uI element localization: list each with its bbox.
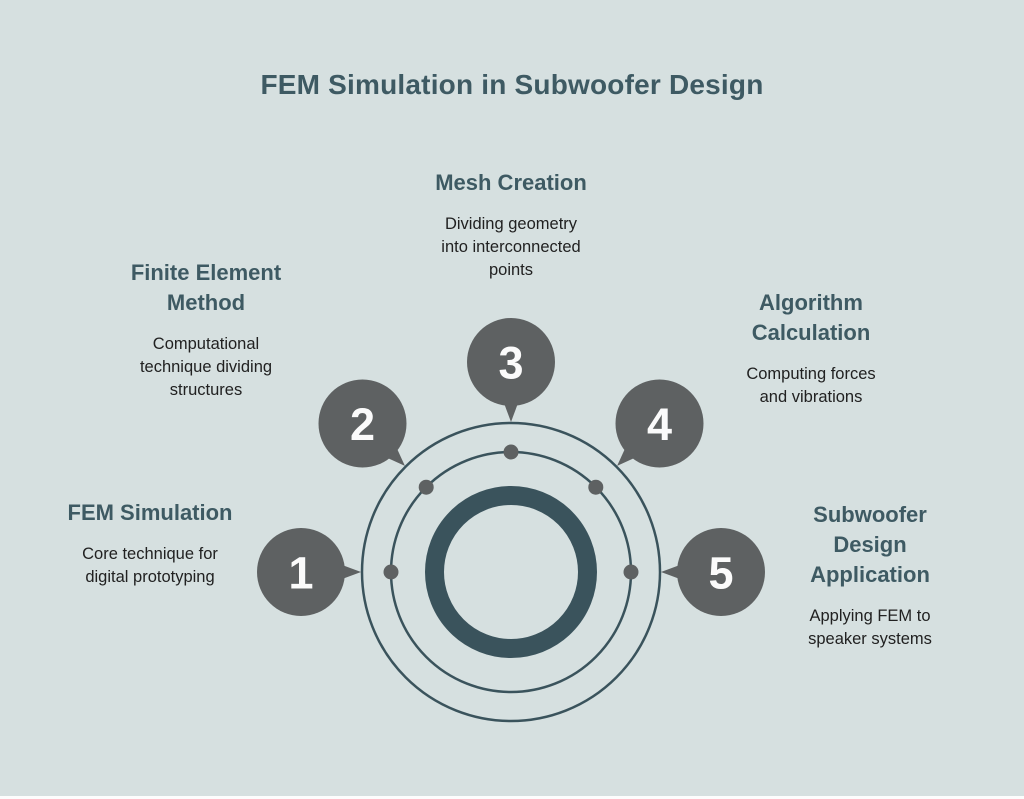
bubble-number: 2 (350, 399, 375, 450)
bubble-circle (615, 379, 704, 468)
step-label-subwoofer-design-application: Subwoofer Design Application Applying FE… (808, 500, 932, 651)
bubble-circle (318, 379, 407, 468)
bubble-number: 3 (498, 338, 523, 389)
page-title: FEM Simulation in Subwoofer Design (260, 69, 764, 100)
step-label-finite-element-method: Finite Element Method Computational tech… (131, 258, 281, 402)
node-dot-2 (418, 479, 434, 495)
node-dot-5 (623, 564, 639, 580)
step-title: Finite Element Method (130, 260, 282, 315)
outer-ring-circle (360, 421, 662, 723)
step-bubble-3: 3 (467, 318, 555, 422)
step-title: Algorithm Calculation (751, 290, 871, 345)
page-bottom-edge (0, 796, 1024, 799)
step-bubble-4: 4 (615, 379, 704, 468)
step-description: Applying FEM to speaker systems (808, 607, 932, 648)
thick-inner-ring (425, 486, 597, 658)
bubble-circle (467, 318, 555, 406)
step-bubble-2: 2 (318, 379, 407, 468)
step-description: Computing forces and vibrations (746, 365, 876, 406)
step-description: Computational technique dividing structu… (139, 335, 273, 399)
node-dot-3 (503, 444, 519, 460)
step-label-mesh-creation: Mesh Creation Dividing geometry into int… (435, 168, 587, 282)
step-bubble-1: 1 (257, 528, 361, 616)
step-title: Subwoofer Design Application (810, 502, 930, 587)
step-title: Mesh Creation (435, 170, 587, 195)
step-description: Dividing geometry into interconnected po… (441, 215, 581, 279)
step-label-fem-simulation: FEM Simulation Core technique for digita… (68, 498, 233, 589)
bubble-circle (677, 528, 765, 616)
bubble-number: 4 (647, 399, 672, 450)
node-dot-1 (383, 564, 399, 580)
bubble-number: 5 (708, 548, 733, 599)
bubble-number: 1 (288, 548, 313, 599)
node-dot-4 (588, 479, 604, 495)
step-label-algorithm-calculation: Algorithm Calculation Computing forces a… (746, 288, 875, 409)
step-bubble-5: 5 (661, 528, 765, 616)
bubble-circle (257, 528, 345, 616)
step-description: Core technique for digital prototyping (82, 545, 218, 586)
step-title: FEM Simulation (67, 500, 233, 525)
